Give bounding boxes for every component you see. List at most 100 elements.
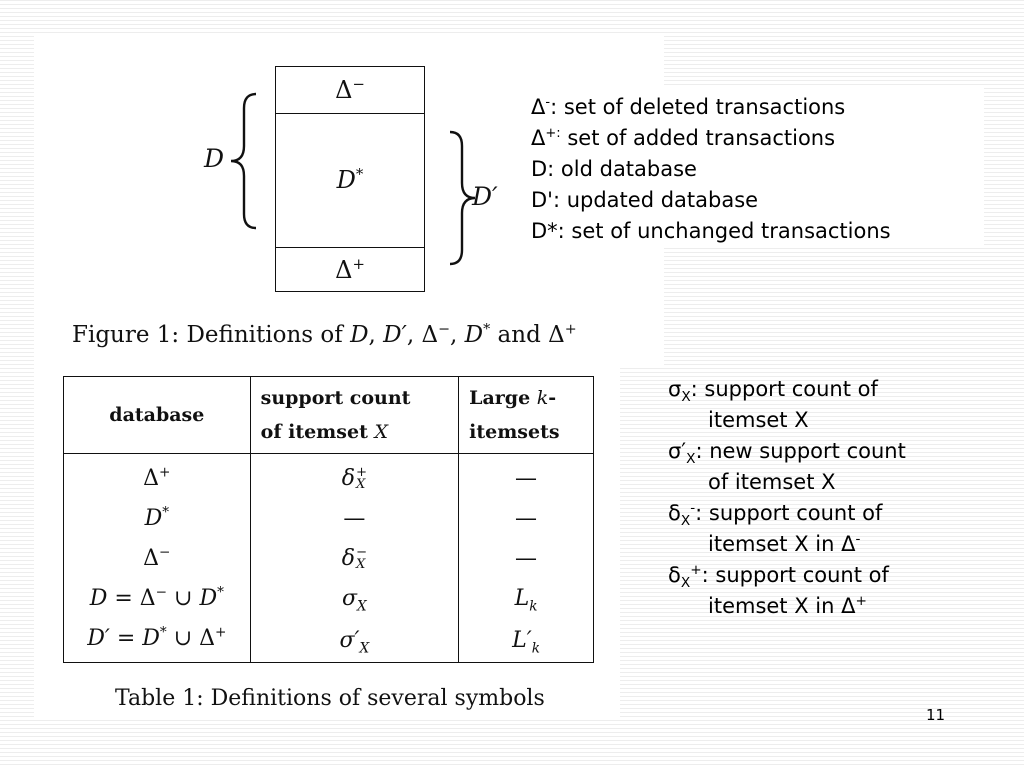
note-sub: X — [680, 513, 691, 530]
cell-large: L′k — [458, 618, 594, 663]
definition-list: Δ-: set of deleted transactions Δ+: set … — [531, 92, 891, 247]
cell-support: σX — [249, 578, 460, 618]
caption-sep: , — [368, 322, 384, 348]
math-symbol: D — [144, 505, 163, 531]
math-sub: k — [531, 639, 540, 656]
caption-sup: * — [483, 321, 491, 338]
support-count-notes: σX: support count of itemset X σ′X: new … — [668, 374, 906, 622]
note-line: δX+: support count of — [668, 560, 906, 591]
caption-sep: , — [450, 322, 465, 348]
updated-database-label: D′ — [472, 182, 498, 211]
cell-support: δ−X — [249, 538, 460, 578]
definition-text: set of added transactions — [560, 126, 836, 150]
cell-large: — — [458, 538, 594, 578]
math-sup: * — [217, 584, 224, 601]
note-sup: + — [690, 562, 702, 578]
note-symbol: σ — [668, 377, 682, 401]
definition-text: : set of unchanged transactions — [557, 219, 891, 243]
math-symbol: σ — [342, 585, 358, 611]
definition-symbol: D — [531, 157, 548, 181]
page-number: 11 — [926, 706, 946, 724]
cell-database: Δ+ — [63, 453, 251, 498]
table-row: Δ+ δ+X — — [63, 453, 594, 498]
math-symbol: D — [199, 585, 218, 611]
table-row: Δ− δ−X — — [63, 538, 594, 578]
note-item: δX+: support count of itemset X in Δ+ — [668, 560, 906, 622]
math-sup: − — [159, 544, 171, 561]
note-line: itemset X in Δ+ — [668, 591, 906, 622]
header-text: of itemset — [260, 421, 375, 443]
definitions-panel — [664, 88, 984, 248]
definition-item: D*: set of unchanged transactions — [531, 216, 891, 247]
math-op: = Δ — [107, 585, 156, 611]
header-support-count: support count of itemset X — [249, 376, 460, 454]
note-symbol: δ — [668, 563, 681, 587]
note-symbol: δ — [668, 501, 681, 525]
figure-panel — [34, 36, 664, 366]
definition-symbol: Δ — [531, 95, 546, 119]
note-sup: - — [690, 500, 696, 516]
delta-plus-sign: + — [352, 255, 365, 273]
table-row: D′ = D* ∪ Δ+ σ′X L′k — [63, 618, 594, 663]
definition-sup: +: — [545, 126, 561, 141]
math-sup: * — [159, 624, 167, 641]
math-op: ∪ — [167, 585, 200, 611]
note-line: σX: support count of — [668, 374, 906, 405]
table-row: D = Δ− ∪ D* σX Lk — [63, 578, 594, 618]
note-text: itemset X in Δ — [708, 532, 856, 556]
note-sup: + — [855, 593, 867, 609]
old-database-label: D — [204, 144, 225, 173]
math-symbol: δ — [341, 545, 355, 571]
math-symbol: D — [89, 585, 108, 611]
caption-term-d: D — [350, 322, 369, 348]
definition-item: Δ+: set of added transactions — [531, 123, 891, 154]
definition-symbol: D* — [531, 219, 558, 243]
note-text: itemset X in Δ — [708, 594, 856, 618]
math-symbol: D′ — [87, 625, 110, 651]
note-line: itemset X — [668, 405, 906, 436]
note-text: : support count of — [695, 501, 883, 525]
header-large-itemsets: Large k-itemsets — [458, 376, 594, 454]
delta-plus-cell: Δ+ — [276, 247, 424, 293]
caption-sep: , — [406, 322, 422, 348]
header-text: support count — [260, 387, 411, 409]
note-item: σX: support count of itemset X — [668, 374, 906, 436]
note-sup: - — [855, 531, 861, 547]
math-symbol: L — [514, 585, 530, 611]
note-sub: X — [681, 389, 691, 406]
note-item: δX-: support count of itemset X in Δ- — [668, 498, 906, 560]
definition-item: D: old database — [531, 154, 891, 185]
math-sup: + — [355, 464, 368, 480]
definition-symbol: Δ — [531, 126, 546, 150]
cell-support: — — [249, 498, 460, 538]
cell-support: σ′X — [249, 618, 460, 663]
note-line: σ′X: new support count — [668, 436, 906, 467]
table-row: D* — — — [63, 498, 594, 538]
cell-database: Δ− — [63, 538, 251, 578]
cell-database: D = Δ− ∪ D* — [63, 578, 251, 618]
cell-large: — — [458, 453, 594, 498]
table-caption: Table 1: Definitions of several symbols — [115, 686, 545, 711]
header-var: k — [536, 387, 549, 409]
definition-item: D': updated database — [531, 185, 891, 216]
caption-sep: and — [490, 322, 549, 348]
d-star-cell: D* — [276, 113, 424, 247]
header-text: itemsets — [469, 421, 560, 443]
note-line: of itemset X — [668, 467, 906, 498]
note-text: : support count of — [701, 563, 889, 587]
math-sub: X — [359, 639, 370, 656]
note-symbol: σ′ — [668, 439, 687, 463]
header-text: Large — [469, 387, 537, 409]
math-symbol: L′ — [512, 627, 532, 653]
math-sub: X — [357, 597, 367, 614]
delta-minus-sign: − — [352, 75, 365, 93]
caption-term-delta-plus: Δ — [548, 322, 565, 348]
math-symbol: σ′ — [339, 627, 360, 653]
definition-text: : set of deleted transactions — [550, 95, 846, 119]
caption-term-d-prime: D′ — [383, 322, 407, 348]
header-text: database — [109, 404, 205, 426]
delta-minus-cell: Δ− — [276, 67, 424, 114]
header-var: X — [374, 421, 388, 443]
delta-minus-symbol: Δ — [335, 76, 353, 104]
d-star-symbol: D — [336, 166, 356, 194]
